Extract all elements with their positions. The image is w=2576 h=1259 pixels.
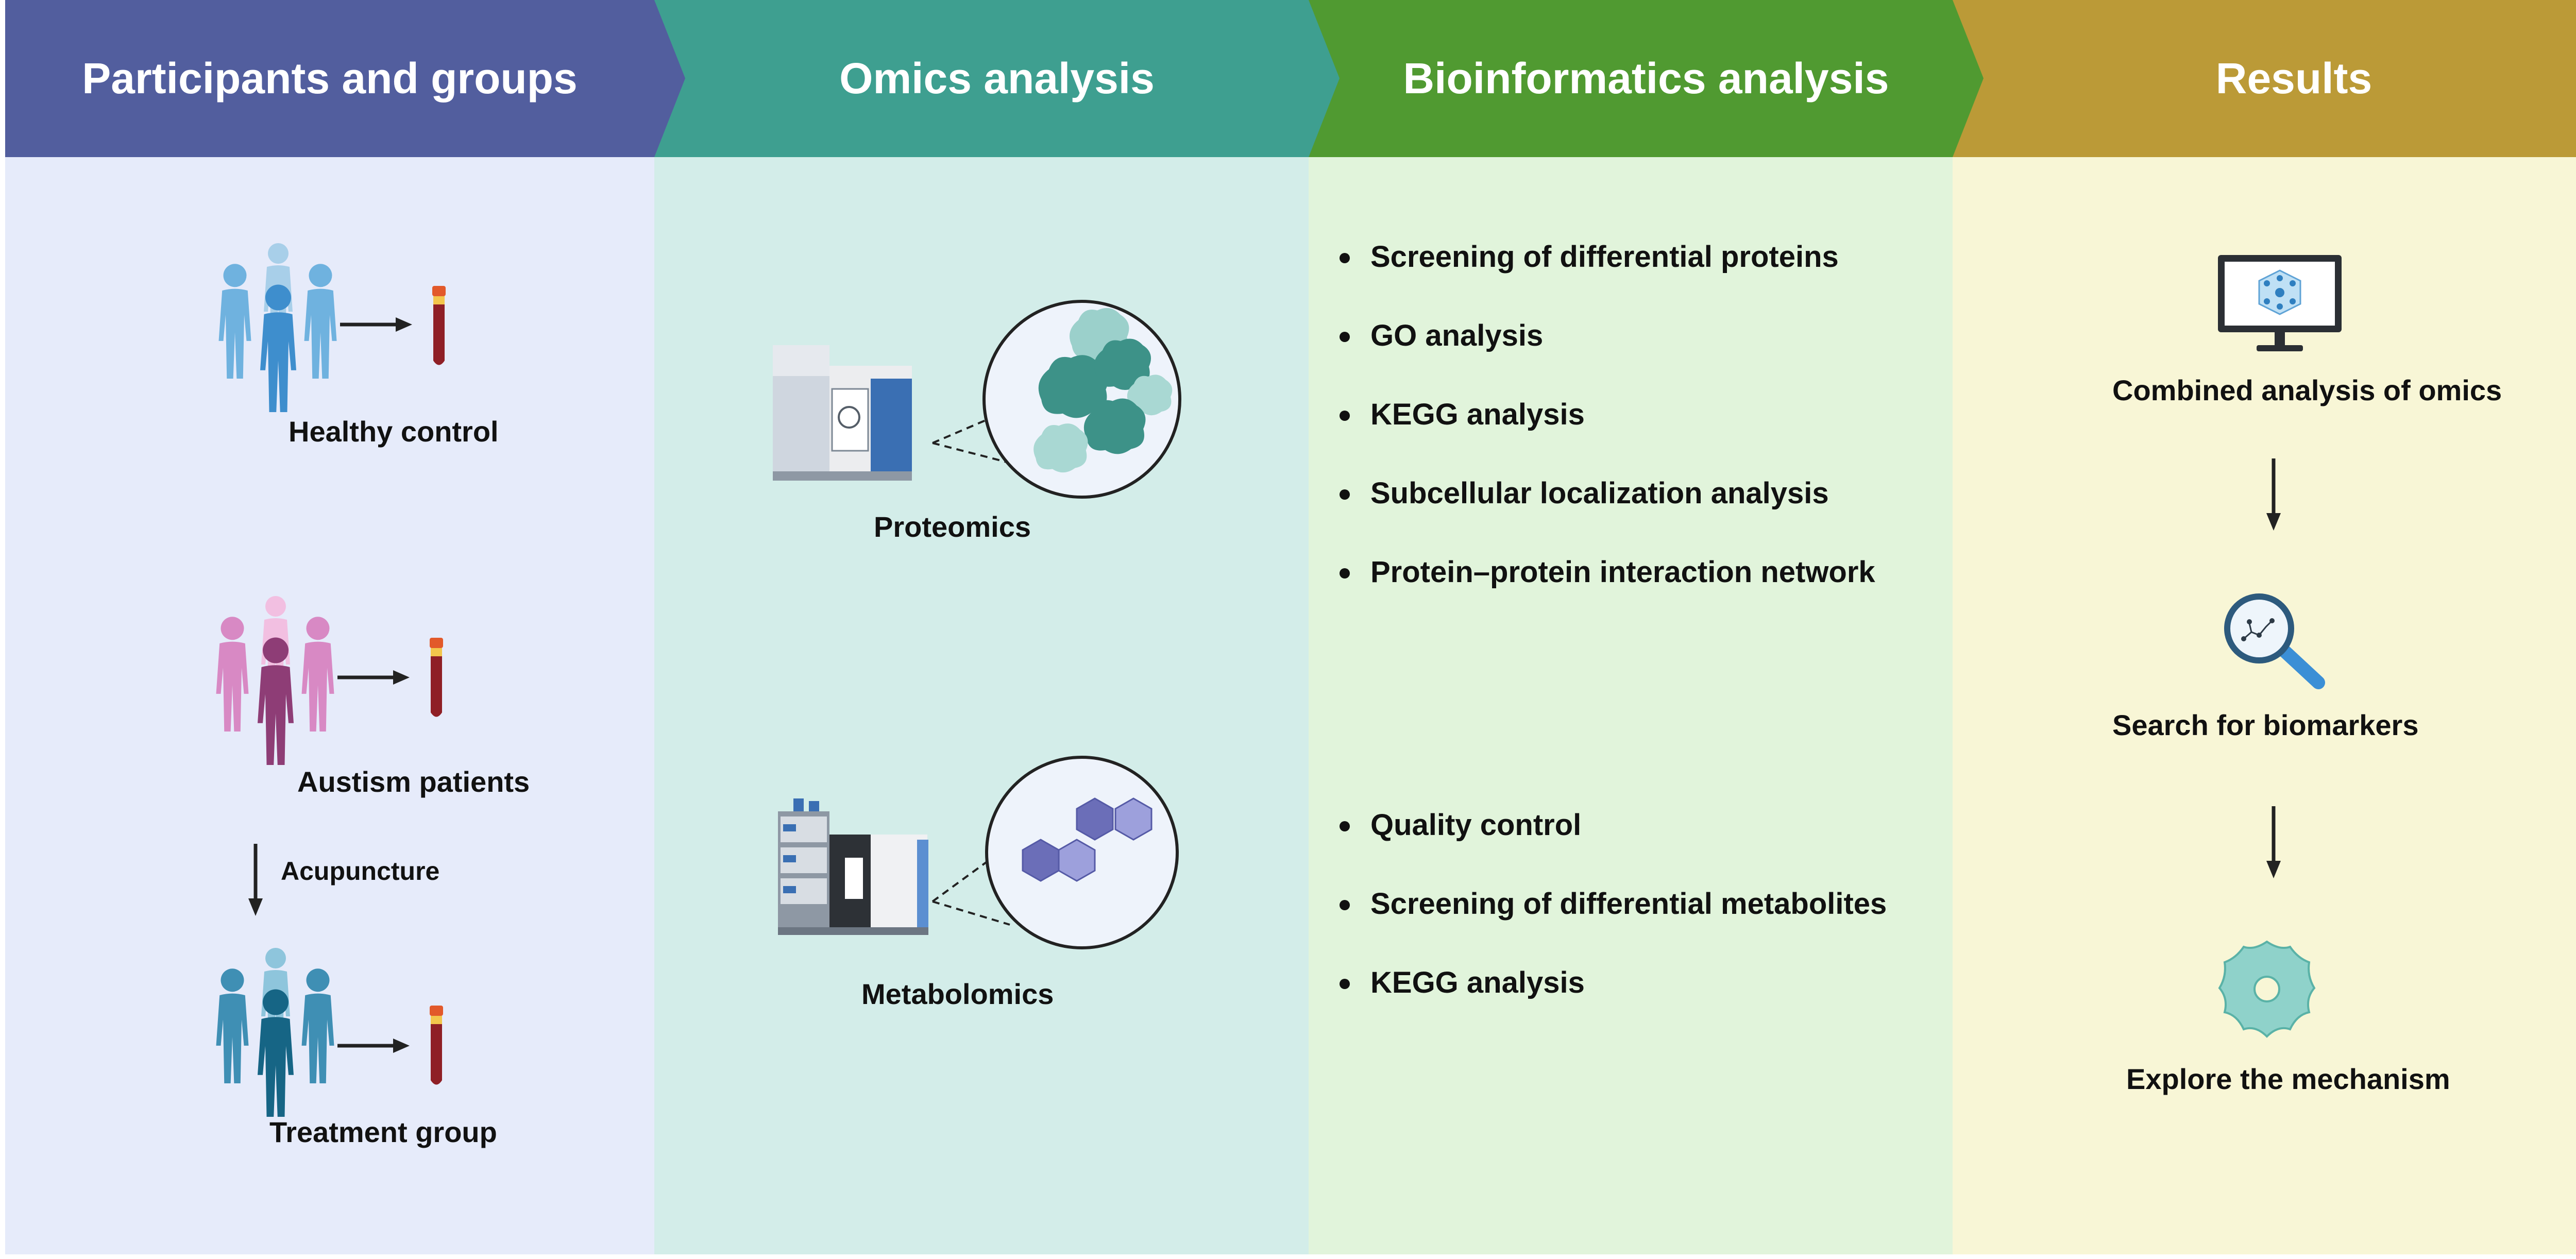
blood-tube-icon <box>428 1006 445 1088</box>
list-item: KEGG analysis <box>1334 397 1875 476</box>
healthy-people-icon <box>218 243 337 412</box>
list-item: Quality control <box>1334 808 1887 887</box>
healthy-control-label: Healthy control <box>289 415 499 448</box>
mass-spectrometer-proteomics-icon <box>773 300 1181 499</box>
monitor-icon <box>2218 255 2342 351</box>
arrow-right-icon <box>337 667 410 688</box>
treatment-group-label: Treatment group <box>269 1116 497 1148</box>
lc-ms-metabolomics-icon <box>778 756 1179 949</box>
header-title: Results <box>2215 54 2372 103</box>
treatment-group-icon <box>216 948 334 1117</box>
autism-patients-icon <box>216 596 334 765</box>
list-item: Screening of differential proteins <box>1334 240 1875 318</box>
list-item: GO analysis <box>1334 318 1875 397</box>
proteomics-analysis-list: Screening of differential proteins GO an… <box>1334 240 1875 634</box>
header-bioinformatics: Bioinformatics analysis <box>1309 0 1984 157</box>
metabolomics-label: Metabolomics <box>861 978 1054 1010</box>
acupuncture-label: Acupuncture <box>281 857 440 886</box>
header-omics: Omics analysis <box>654 0 1340 157</box>
metabolomics-analysis-list: Quality control Screening of differentia… <box>1334 808 1887 1044</box>
blood-tube-icon <box>430 286 448 368</box>
biomarkers-label: Search for biomarkers <box>2112 709 2419 741</box>
header-title: Participants and groups <box>82 54 578 103</box>
list-item: Protein–protein interaction network <box>1334 555 1875 634</box>
header-title: Omics analysis <box>839 54 1155 103</box>
header-results: Results <box>1953 0 2576 157</box>
results-panel <box>1953 157 2576 1254</box>
bioinformatics-panel <box>1309 157 1953 1254</box>
blood-tube-icon <box>428 638 445 720</box>
protein-structure-icon <box>2218 940 2316 1038</box>
magnifier-icon <box>2224 593 2325 689</box>
list-item: KEGG analysis <box>1334 965 1887 1044</box>
arrow-down-icon <box>2263 458 2284 531</box>
list-item: Screening of differential metabolites <box>1334 887 1887 965</box>
proteomics-label: Proteomics <box>874 511 1031 543</box>
combined-analysis-label: Combined analysis of omics <box>2112 374 2502 406</box>
list-item: Subcellular localization analysis <box>1334 476 1875 555</box>
arrow-right-icon <box>340 314 412 335</box>
arrow-down-icon <box>2263 806 2284 878</box>
participants-panel <box>5 157 654 1254</box>
arrow-down-icon <box>245 844 266 916</box>
header-title: Bioinformatics analysis <box>1403 54 1889 103</box>
omics-panel <box>654 157 1309 1254</box>
autism-patients-label: Austism patients <box>297 765 530 798</box>
mechanism-label: Explore the mechanism <box>2126 1063 2450 1095</box>
arrow-right-icon <box>337 1035 410 1056</box>
header-participants: Participants and groups <box>5 0 685 157</box>
